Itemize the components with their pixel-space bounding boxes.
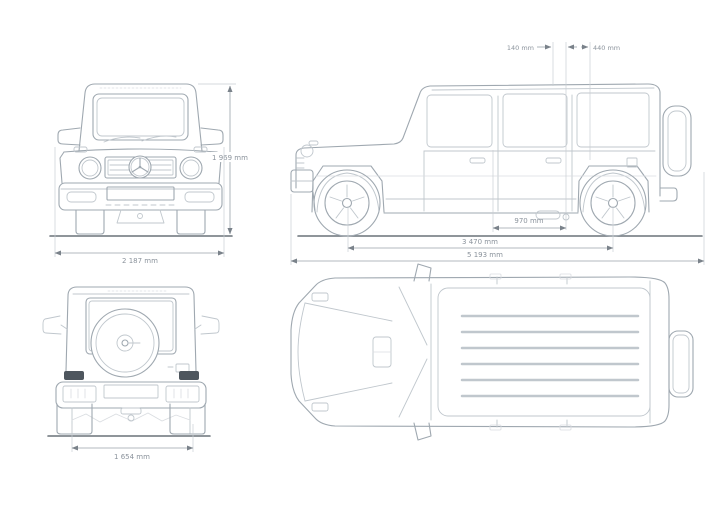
front-license-plate xyxy=(106,186,175,201)
wheelbase-label: 3 470 mm xyxy=(462,238,498,246)
front-left-tire xyxy=(75,209,105,235)
top-hood-lines xyxy=(304,302,393,402)
front-view xyxy=(49,83,233,237)
roof-front-label: 140 mm xyxy=(507,44,534,52)
roof-rear-label: 440 mm xyxy=(593,44,620,52)
top-right-indicator xyxy=(311,402,329,412)
side-rear-window xyxy=(502,93,568,148)
rear-section-label: 970 mm xyxy=(514,217,543,225)
dimension-wheelbase: 3 470 mm xyxy=(347,206,614,252)
front-left-indicator xyxy=(73,146,88,153)
top-spare-wheel xyxy=(668,330,694,398)
side-fuel-flap xyxy=(626,157,638,168)
side-rear-bumper xyxy=(659,187,678,202)
front-left-mirror xyxy=(57,127,81,146)
rear-body-outline xyxy=(65,286,197,372)
rear-right-tire xyxy=(169,403,206,435)
front-right-indicator xyxy=(193,146,208,153)
front-left-foglight xyxy=(66,191,97,203)
dimension-rear-section: 970 mm xyxy=(492,150,567,232)
rear-license-recess xyxy=(103,384,159,399)
side-headlight xyxy=(300,144,314,158)
side-grille xyxy=(296,157,305,169)
rear-right-mirror xyxy=(200,315,220,335)
dimension-track-width: 1 654 mm xyxy=(71,424,194,461)
top-body-outline xyxy=(290,276,670,428)
front-wipers xyxy=(103,135,177,143)
top-windshield xyxy=(398,286,428,418)
rear-spare-wheel xyxy=(90,308,160,378)
rear-left-taillight xyxy=(64,371,84,380)
top-roof-ribs xyxy=(460,314,640,398)
rear-left-mirror xyxy=(42,315,62,335)
front-bumper xyxy=(58,182,223,211)
front-right-headlight xyxy=(179,156,203,180)
front-skid-plate xyxy=(116,209,165,224)
rear-left-tire xyxy=(56,403,93,435)
rear-badge xyxy=(175,363,190,373)
front-left-headlight xyxy=(78,156,102,180)
front-right-foglight xyxy=(184,191,215,203)
mercedes-star-icon xyxy=(128,155,152,179)
dimension-roof-offset-front: 140 mm xyxy=(507,42,577,230)
overall-length-label: 5 193 mm xyxy=(467,251,503,259)
side-rear-door-handle xyxy=(545,157,562,164)
side-view xyxy=(290,83,703,237)
front-windshield xyxy=(92,93,189,141)
dimension-overall-length: 5 193 mm xyxy=(290,172,705,265)
side-indicator xyxy=(308,140,319,146)
rear-hitch xyxy=(120,407,142,415)
dimension-overall-width: 2 187 mm xyxy=(54,147,225,265)
side-front-fender-flare xyxy=(311,165,385,213)
rear-right-taillight xyxy=(179,371,199,380)
side-body-outline xyxy=(295,83,661,197)
dimension-overall-height: 1 969 mm xyxy=(198,83,249,235)
track-width-label: 1 654 mm xyxy=(114,453,150,461)
top-right-mirror xyxy=(413,422,432,441)
side-front-window xyxy=(426,94,493,148)
side-front-wheel xyxy=(313,169,381,237)
dimension-roof-offset-rear: 440 mm xyxy=(581,42,620,160)
overall-height-label: 1 969 mm xyxy=(212,154,248,162)
side-spare-wheel xyxy=(662,105,692,177)
front-right-mirror xyxy=(200,127,224,146)
top-view xyxy=(290,263,694,441)
top-left-indicator xyxy=(311,292,329,302)
overall-width-label: 2 187 mm xyxy=(122,257,158,265)
front-right-tire xyxy=(176,209,206,235)
top-door-seams xyxy=(496,276,568,428)
rear-view xyxy=(42,286,220,437)
side-door-seams xyxy=(423,94,573,212)
front-cowl-line xyxy=(63,148,218,153)
side-front-door-handle xyxy=(469,157,486,164)
front-cabin-outline xyxy=(78,83,203,152)
side-roof-rail xyxy=(431,87,655,91)
top-left-mirror xyxy=(413,263,432,282)
side-rear-fender-flare xyxy=(577,165,650,213)
side-exhaust xyxy=(535,210,561,220)
side-quarter-window xyxy=(576,92,650,148)
